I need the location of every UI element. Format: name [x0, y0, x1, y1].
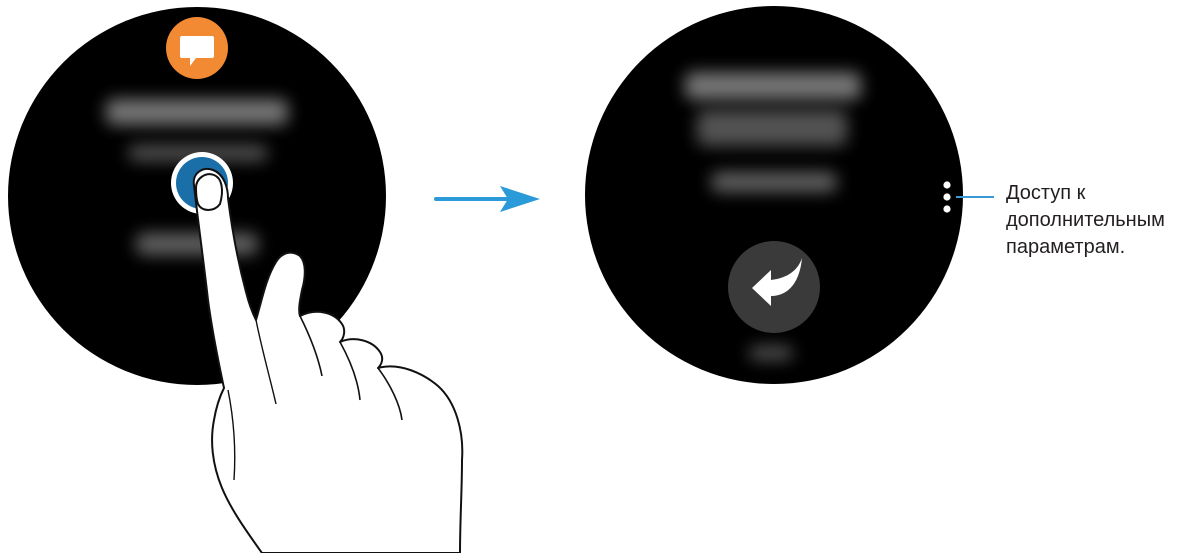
callout-label: Доступ к дополнительным параметрам. — [1006, 180, 1202, 261]
callout-line-2: дополнительным — [1006, 207, 1202, 234]
tapping-hand-icon — [194, 169, 463, 553]
reply-button[interactable] — [728, 241, 820, 333]
callout-line-3: параметрам. — [1006, 234, 1202, 261]
callout-line-1: Доступ к — [1006, 180, 1202, 207]
right-arrow-icon — [436, 186, 540, 212]
more-options-icon[interactable] — [943, 181, 950, 212]
speech-bubble-icon — [166, 17, 228, 79]
